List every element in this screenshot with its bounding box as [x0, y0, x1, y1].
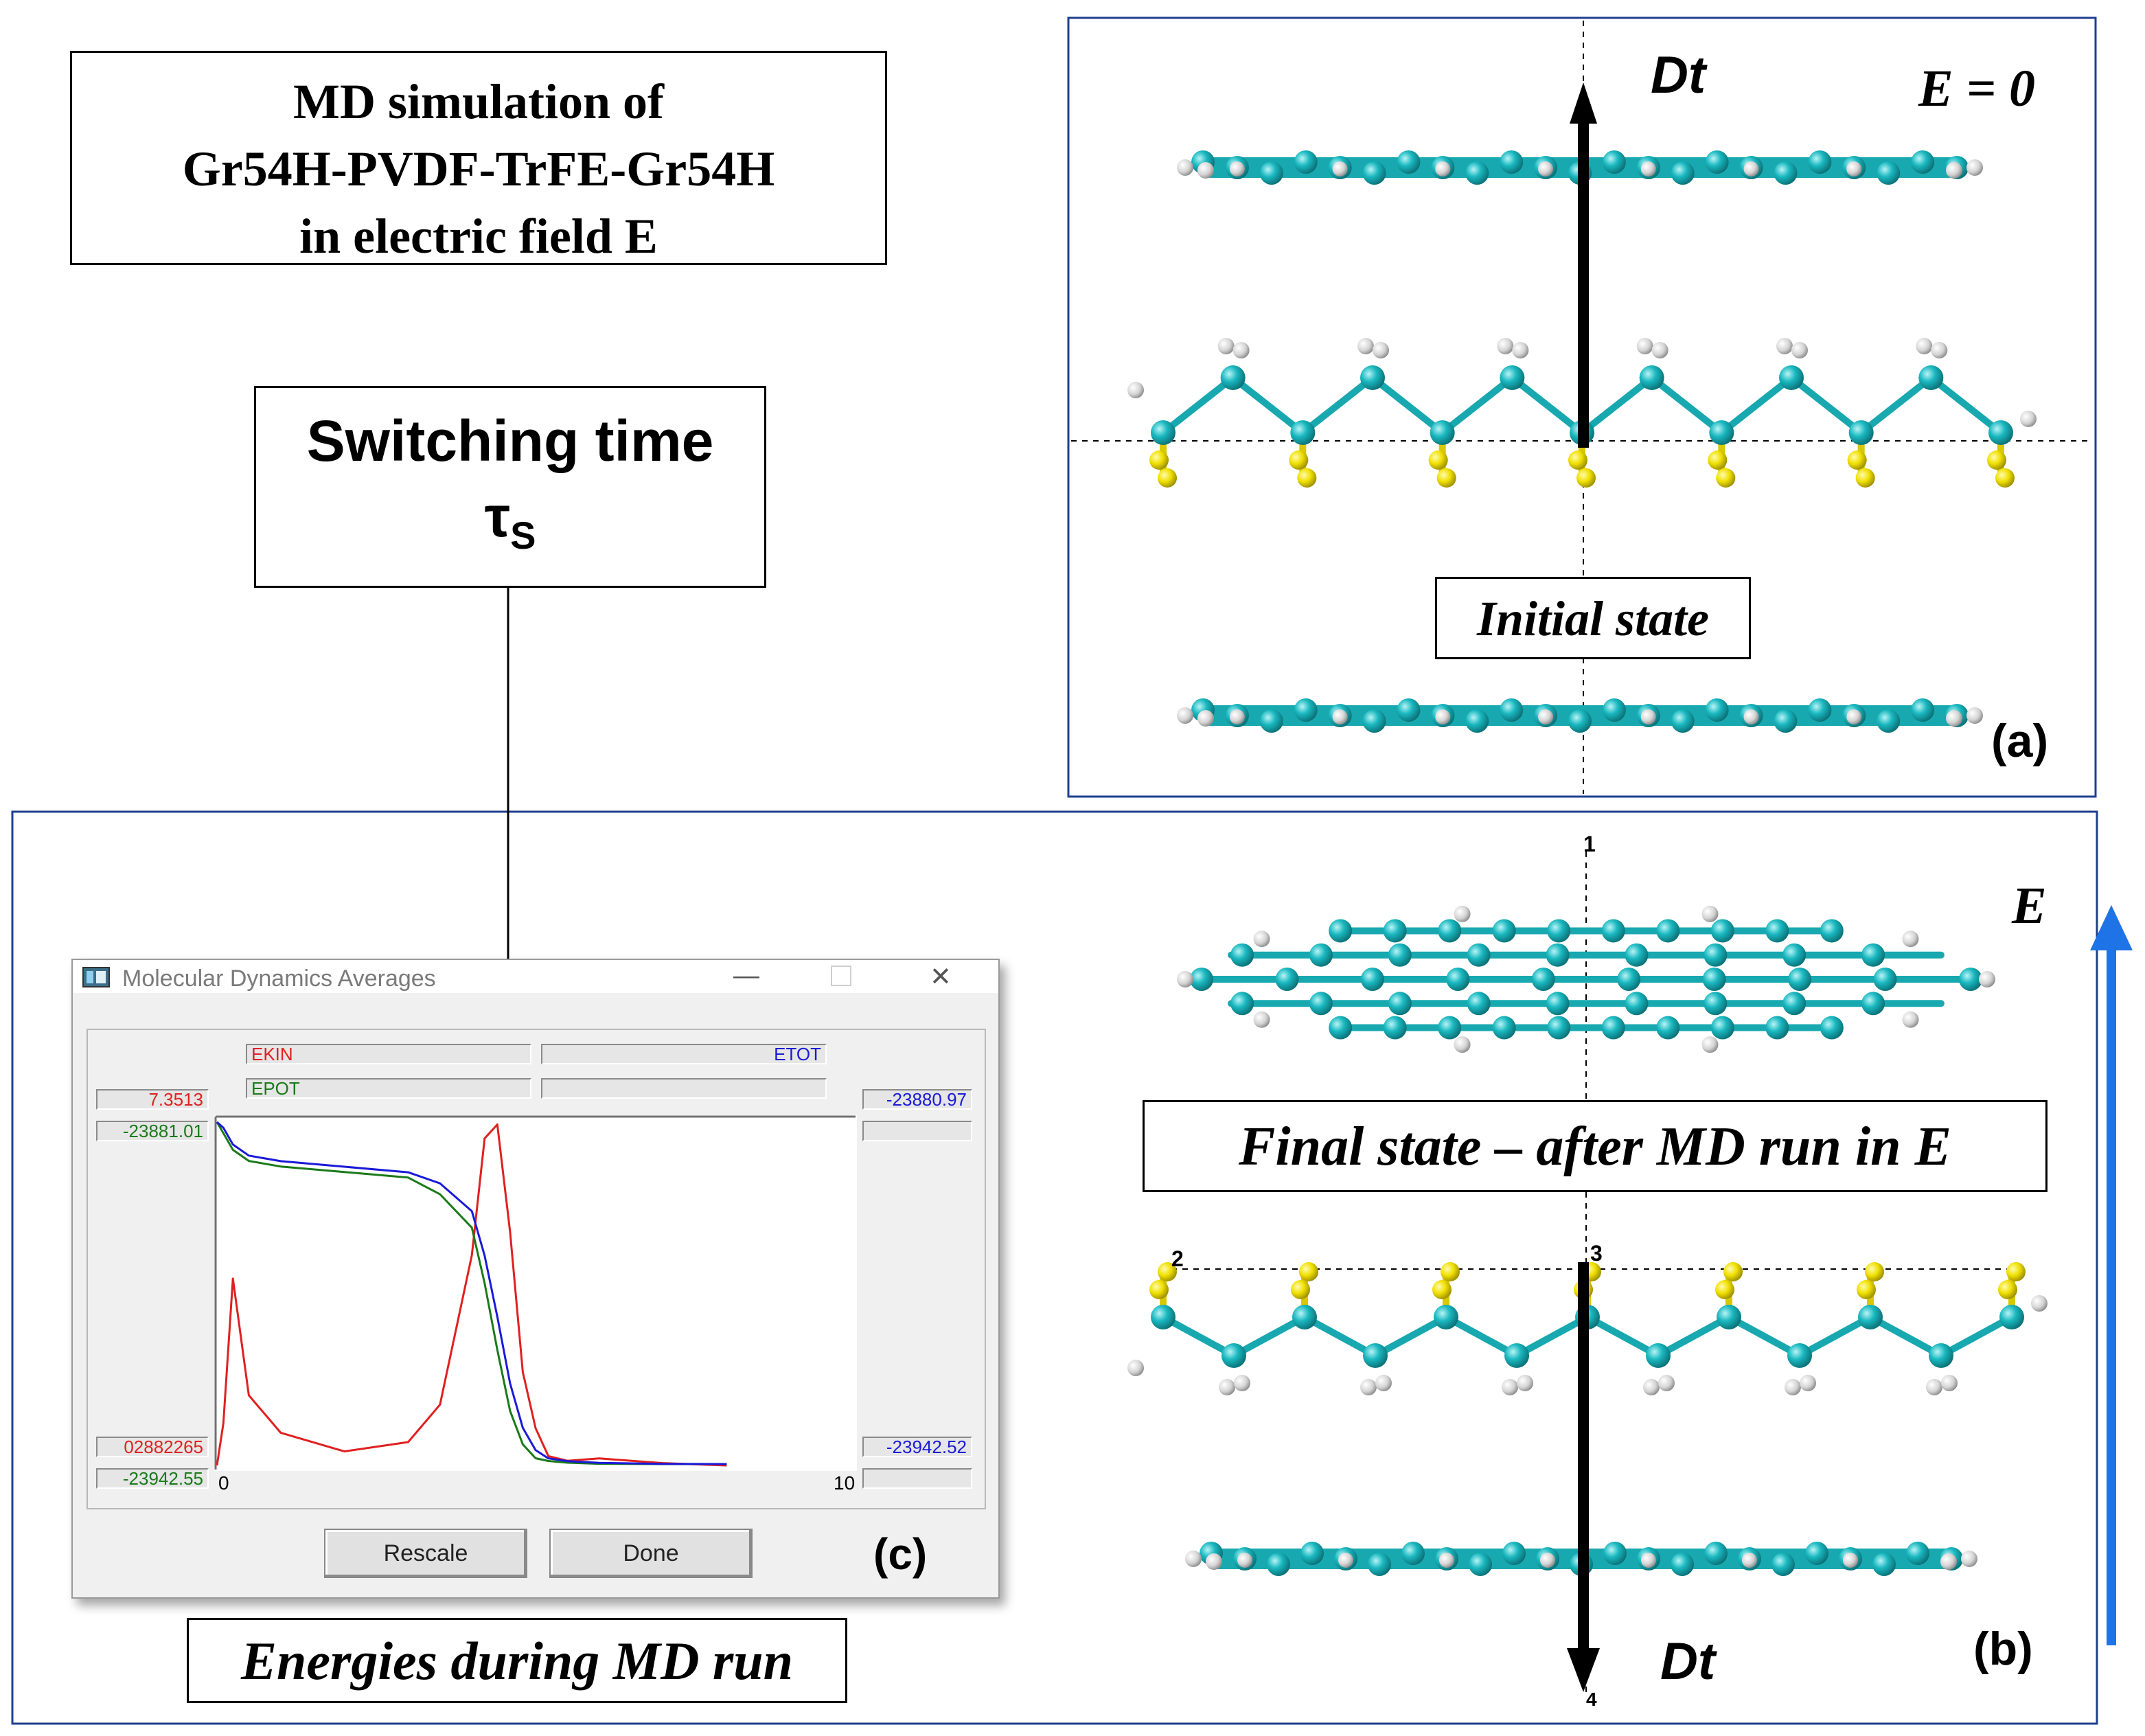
tau-glyph: τ — [484, 484, 511, 549]
graphene-top-b — [1177, 905, 1995, 1053]
series-line-etot — [216, 1121, 727, 1465]
dipole-arrow-b — [1567, 1262, 1600, 1692]
etot-max-field: -23880.97 — [862, 1089, 972, 1110]
panel-a-frame — [1067, 16, 2097, 798]
panel-letter-a: (a) — [1991, 715, 2049, 767]
app-icon — [82, 967, 110, 987]
done-button[interactable]: Done — [549, 1529, 753, 1578]
dipole-label-b: Dt — [1660, 1632, 1716, 1691]
panel-b-frame — [11, 810, 2098, 1725]
final-state-label: Final state – after MD run in E — [1238, 1117, 1951, 1177]
panel-letter-c: (c) — [873, 1529, 928, 1579]
marker-1: 1 — [1583, 832, 1596, 856]
ekin-max-field: 7.3513 — [96, 1089, 209, 1110]
title-box: MD simulation of Gr54H-PVDF-TrFE-Gr54H i… — [70, 51, 887, 265]
series-line-epot — [216, 1121, 727, 1465]
initial-state-box: Initial state — [1435, 577, 1751, 659]
marker-2: 2 — [1171, 1246, 1184, 1271]
epot-min-field: -23942.55 — [96, 1468, 209, 1489]
x-max-label: 10 — [834, 1472, 856, 1494]
tau-subscript: S — [510, 513, 536, 557]
minimize-icon[interactable]: — — [733, 961, 759, 990]
pvdf-chain-a — [1127, 338, 2037, 488]
switching-time-box: Switching time τS — [254, 386, 766, 588]
chart-groupbox — [87, 1029, 986, 1509]
legend-etot: ETOT — [541, 1044, 827, 1064]
legend-empty — [541, 1078, 827, 1099]
title-line-3: in electric field E — [299, 209, 658, 264]
legend-ekin: EKIN — [246, 1044, 531, 1064]
energies-label: Energies during MD run — [240, 1631, 794, 1691]
field-label-a: E = 0 — [1918, 60, 2035, 117]
rescale-button[interactable]: Rescale — [324, 1529, 527, 1578]
maximize-icon[interactable] — [831, 966, 851, 986]
legend-epot: EPOT — [246, 1078, 531, 1099]
md-energy-plot — [214, 1115, 857, 1471]
md-window-title: Molecular Dynamics Averages — [122, 966, 436, 992]
marker-3: 3 — [1590, 1241, 1603, 1266]
dipole-label-a: Dt — [1651, 46, 1706, 104]
field-arrow-e — [2090, 905, 2133, 1645]
etot-min-field: -23942.52 — [862, 1437, 972, 1457]
panel-letter-b: (b) — [1973, 1623, 2033, 1675]
epot-max-field: -23881.01 — [96, 1121, 209, 1141]
title-line-1: MD simulation of — [293, 74, 664, 129]
ekin-min-field: 02882265 — [96, 1437, 209, 1457]
dipole-arrow-a — [1570, 82, 1597, 448]
title-line-2: Gr54H-PVDF-TrFE-Gr54H — [182, 141, 775, 196]
initial-state-label: Initial state — [1476, 591, 1710, 646]
right-empty-bottom — [862, 1468, 972, 1489]
tau-symbol: τS — [256, 479, 764, 573]
md-averages-window[interactable]: Molecular Dynamics Averages — ✕ EKIN ETO… — [71, 959, 1000, 1599]
md-window-titlebar[interactable]: Molecular Dynamics Averages — ✕ — [73, 960, 998, 993]
final-state-box: Final state – after MD run in E — [1143, 1100, 2048, 1192]
graphene-bottom-a — [1177, 698, 1983, 733]
switching-time-label: Switching time — [306, 409, 714, 473]
field-label-b: E — [2012, 877, 2047, 935]
right-empty-top — [862, 1121, 972, 1141]
close-icon[interactable]: ✕ — [930, 963, 952, 992]
pvdf-chain-b — [1127, 1262, 2048, 1395]
energies-box: Energies during MD run — [187, 1618, 847, 1703]
marker-4: 4 — [1586, 1689, 1597, 1710]
x-min-label: 0 — [218, 1472, 229, 1494]
